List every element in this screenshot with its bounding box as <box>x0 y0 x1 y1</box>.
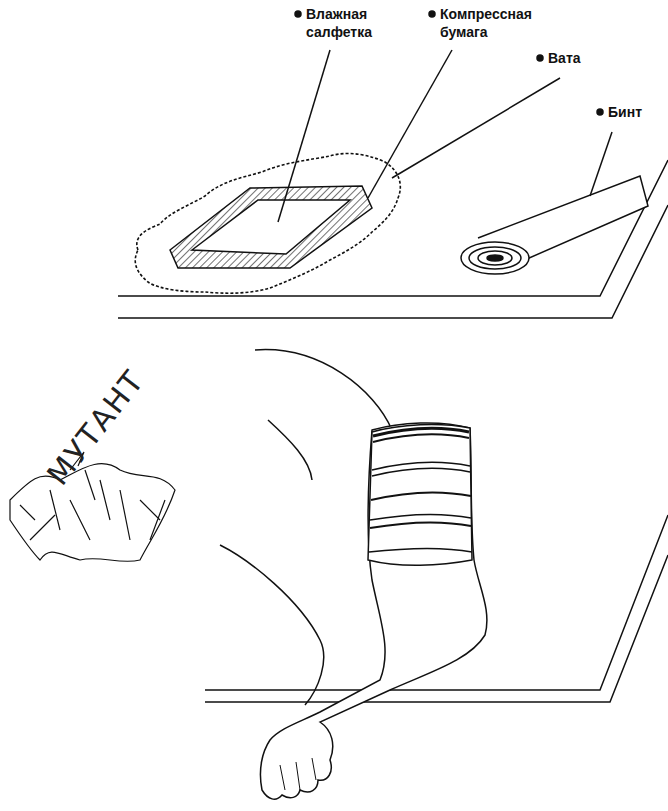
compress-paper <box>170 186 372 268</box>
scrawl-text: МУТАНТ <box>40 363 151 492</box>
bandage-roll <box>461 176 648 274</box>
scribble <box>10 452 175 561</box>
part-label: Влажная салфетка <box>306 5 401 41</box>
part-label: Вата <box>548 49 628 67</box>
wet-cloth <box>192 200 350 254</box>
leader-lines <box>278 11 612 222</box>
arm <box>220 350 487 800</box>
cotton-wool <box>135 154 400 294</box>
table-top <box>118 160 668 318</box>
part-label: Бинт <box>608 103 664 121</box>
part-label: Компрессная бумага <box>440 5 550 41</box>
